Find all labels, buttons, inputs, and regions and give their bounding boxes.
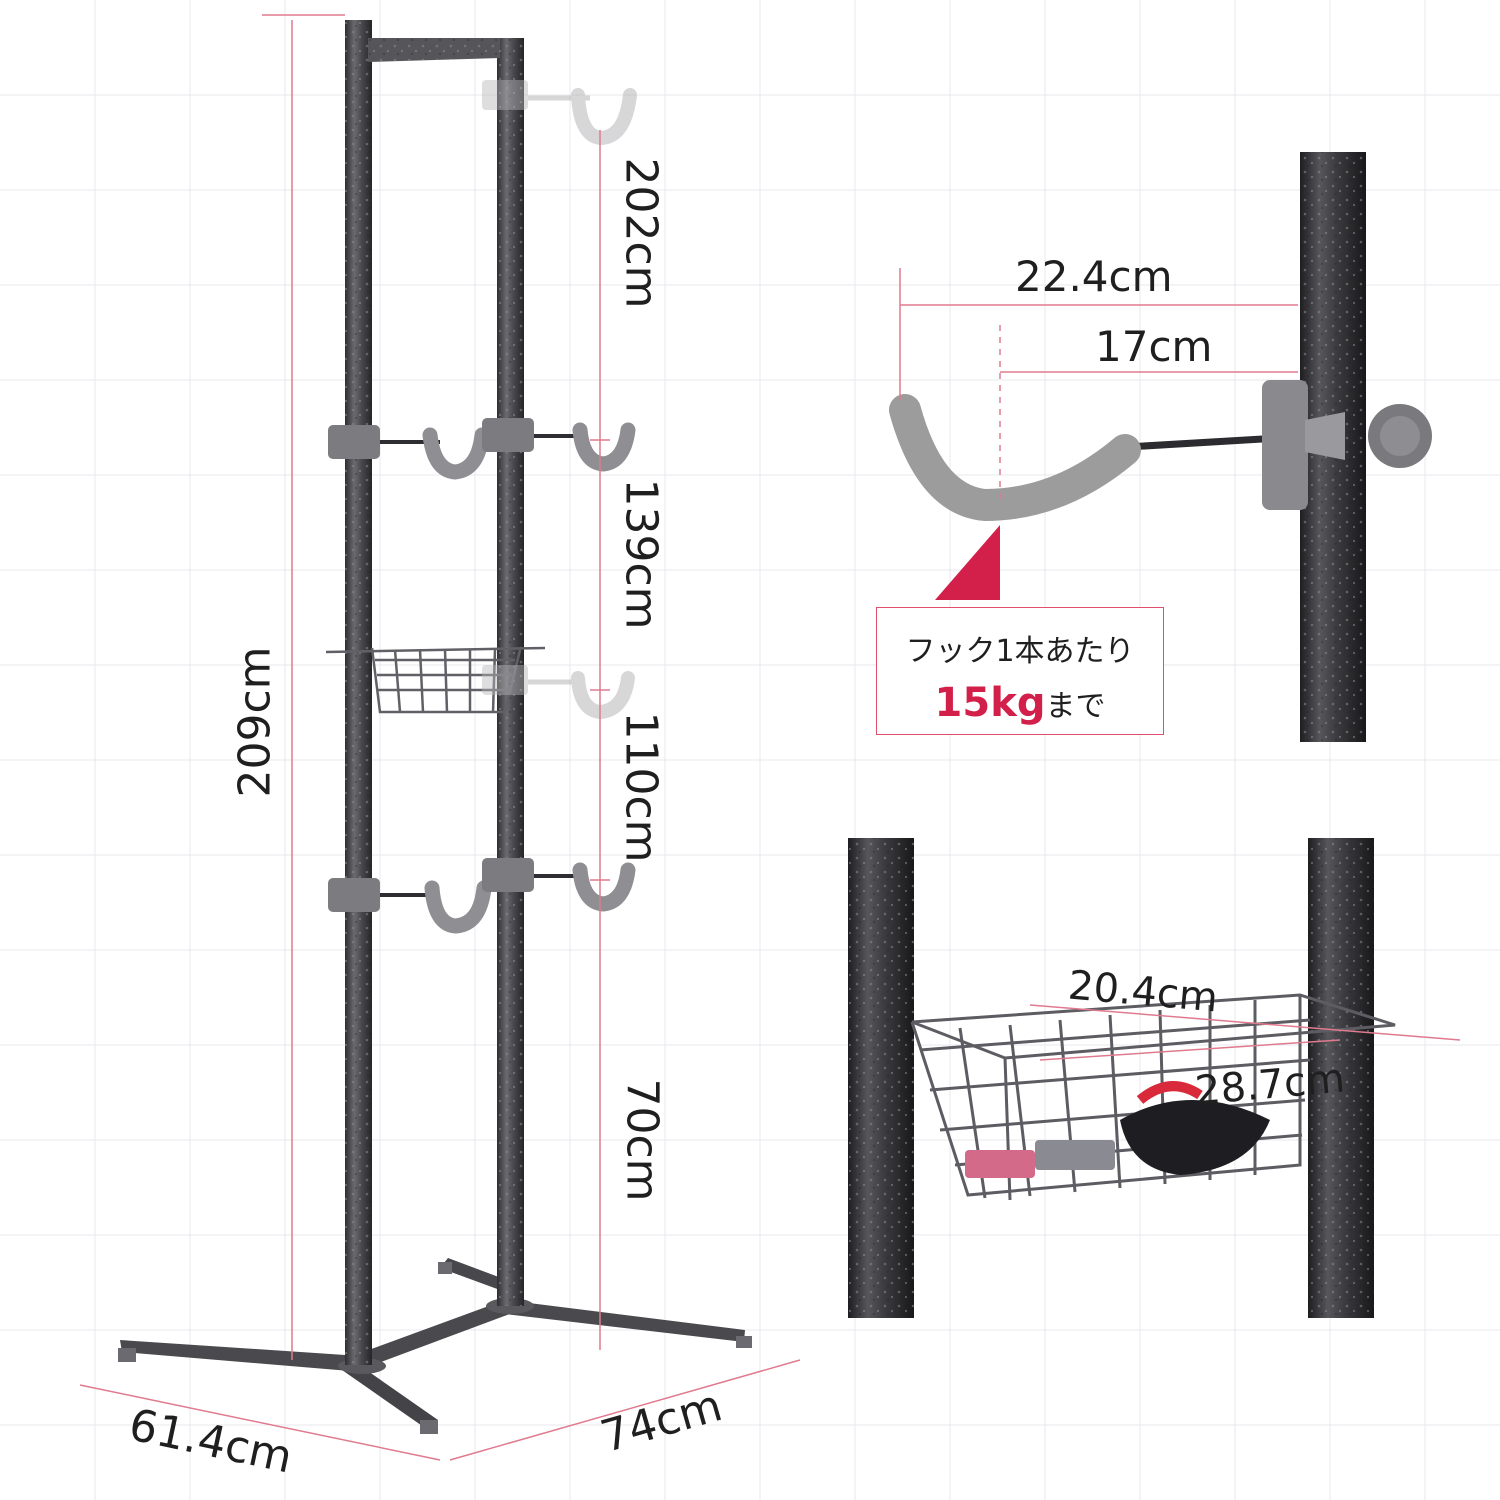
load-capacity-callout: フック1本あたり 15kgまで [876, 607, 1164, 735]
dim-hook-reach: 22.4cm [1015, 252, 1173, 301]
rack-base [118, 1258, 752, 1434]
rack-basket [325, 646, 546, 714]
hook-detail [889, 152, 1432, 742]
load-capacity-suffix: まで [1045, 689, 1106, 724]
callout-pointer [935, 525, 1000, 600]
dimension-lines [79, 14, 801, 1461]
hook-clamp [1262, 380, 1308, 510]
dim-hook-mid: 110cm [615, 711, 667, 863]
hook-arm [889, 394, 1141, 522]
hook-pair-upper [328, 418, 636, 480]
bike-rack-stand [118, 20, 752, 1434]
load-capacity-label: フック1本あたり [905, 634, 1135, 669]
dim-hook-arm: 17cm [1095, 322, 1213, 371]
hook-pair-lower [328, 858, 636, 934]
dim-hook-top: 202cm [615, 157, 667, 309]
basket-detail [848, 838, 1461, 1318]
load-capacity-value: 15kg [934, 680, 1046, 726]
dim-total-height: 209cm [229, 646, 281, 798]
load-capacity-line: 15kgまで [877, 680, 1163, 726]
basket-tools [965, 1081, 1270, 1178]
dim-hook-low: 70cm [616, 1078, 668, 1202]
dim-hook-upper: 139cm [615, 478, 667, 630]
